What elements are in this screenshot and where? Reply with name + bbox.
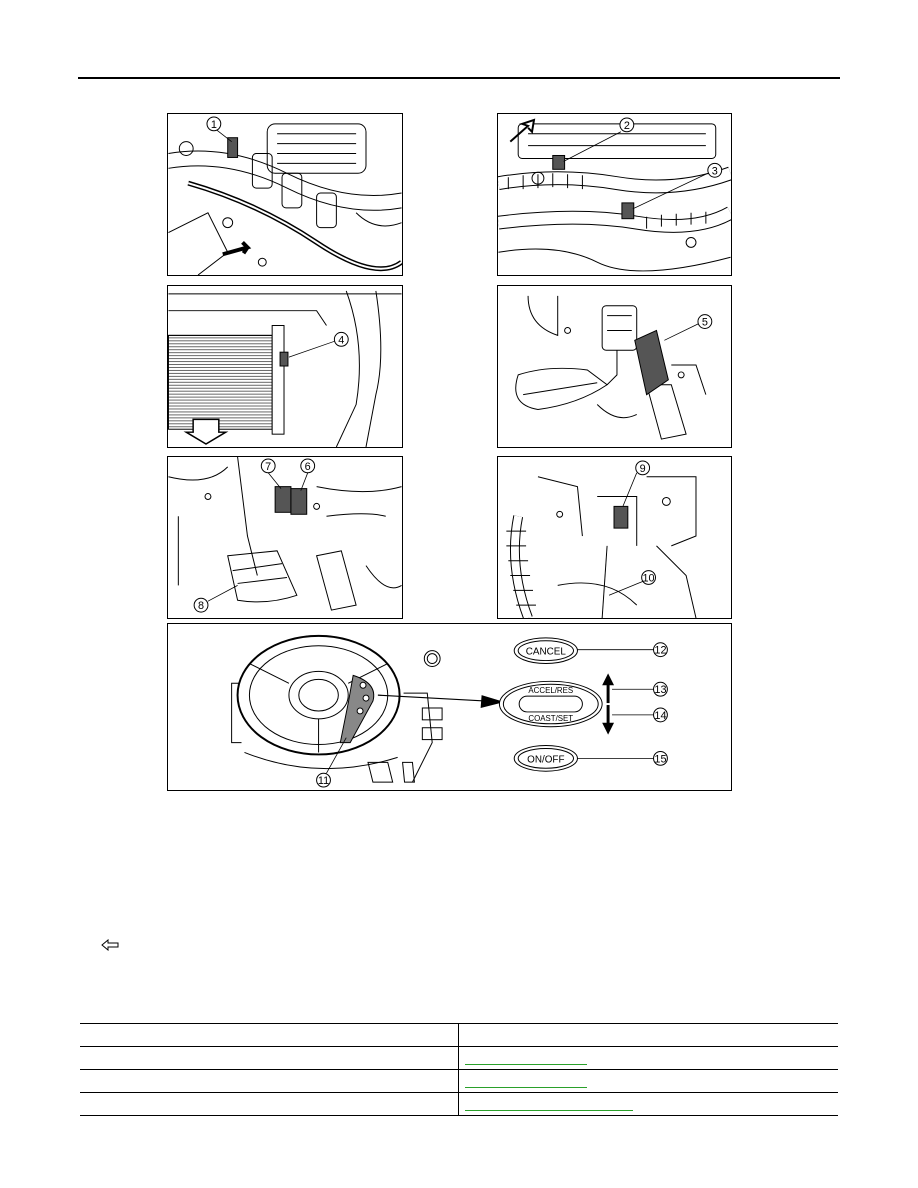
engine-room-illustration-a: 1 xyxy=(168,116,402,275)
table-row xyxy=(80,1069,838,1093)
pedal-switches-illustration: 7 6 8 xyxy=(168,457,402,613)
steering-wheel-switch-panel: 11 CANCEL 12 ACCEL/RES COAST/SET 13 14 xyxy=(167,623,732,791)
table-row xyxy=(80,1023,838,1047)
callout-8: 8 xyxy=(198,600,204,612)
reference-link[interactable] xyxy=(465,1075,587,1088)
hollow-front-arrow-icon xyxy=(101,938,119,952)
brake-pedal-illustration: 5 xyxy=(515,295,713,440)
callout-9: 9 xyxy=(640,463,646,475)
on-off-switch-label: ON/OFF xyxy=(527,754,564,765)
callout-6: 6 xyxy=(305,461,311,473)
table-cell xyxy=(80,1046,459,1070)
engine-room-panel-b: 2 3 xyxy=(497,113,732,276)
callout-1: 1 xyxy=(211,119,217,131)
callout-7: 7 xyxy=(265,461,271,473)
header-rule xyxy=(78,77,840,79)
clutch-pedal-panel: 9 10 xyxy=(497,456,732,619)
callout-4: 4 xyxy=(338,334,344,346)
cancel-switch: CANCEL xyxy=(513,637,578,665)
engine-room-panel-a: 1 xyxy=(167,113,403,276)
radiator-panel: 4 xyxy=(167,285,403,448)
table-cell xyxy=(80,1092,459,1116)
reference-link[interactable] xyxy=(465,1052,587,1065)
callout-15: 15 xyxy=(654,753,666,765)
accel-coast-switch: ACCEL/RES COAST/SET xyxy=(498,680,603,728)
pedal-switches-panel: 7 6 8 xyxy=(167,456,403,619)
brake-pedal-panel: 5 xyxy=(497,285,732,448)
table-cell xyxy=(458,1023,838,1047)
table-cell xyxy=(80,1023,459,1047)
callout-11: 11 xyxy=(318,775,329,787)
callout-3: 3 xyxy=(712,165,718,177)
callout-14: 14 xyxy=(654,710,666,722)
steering-wheel-illustration: 11 CANCEL 12 ACCEL/RES COAST/SET 13 14 xyxy=(231,634,668,788)
accel-res-label: ACCEL/RES xyxy=(528,686,573,695)
reference-table xyxy=(80,1023,838,1116)
cancel-switch-label: CANCEL xyxy=(526,647,567,658)
reference-link[interactable] xyxy=(465,1098,633,1111)
engine-room-illustration-b: 2 3 xyxy=(498,117,731,272)
callout-12: 12 xyxy=(654,645,666,657)
table-cell xyxy=(458,1069,838,1093)
radiator-illustration: 4 xyxy=(168,290,402,447)
table-cell xyxy=(80,1069,459,1093)
on-off-switch: ON/OFF xyxy=(513,745,578,772)
table-row xyxy=(80,1046,838,1070)
table-row xyxy=(80,1092,838,1116)
table-cell xyxy=(458,1092,838,1116)
callout-2: 2 xyxy=(624,120,630,132)
clutch-pedal-illustration: 9 10 xyxy=(506,460,697,618)
coast-set-label: COAST/SET xyxy=(528,714,573,723)
table-cell xyxy=(458,1046,838,1070)
callout-13: 13 xyxy=(654,684,666,696)
callout-10: 10 xyxy=(643,572,655,584)
callout-5: 5 xyxy=(702,317,708,329)
